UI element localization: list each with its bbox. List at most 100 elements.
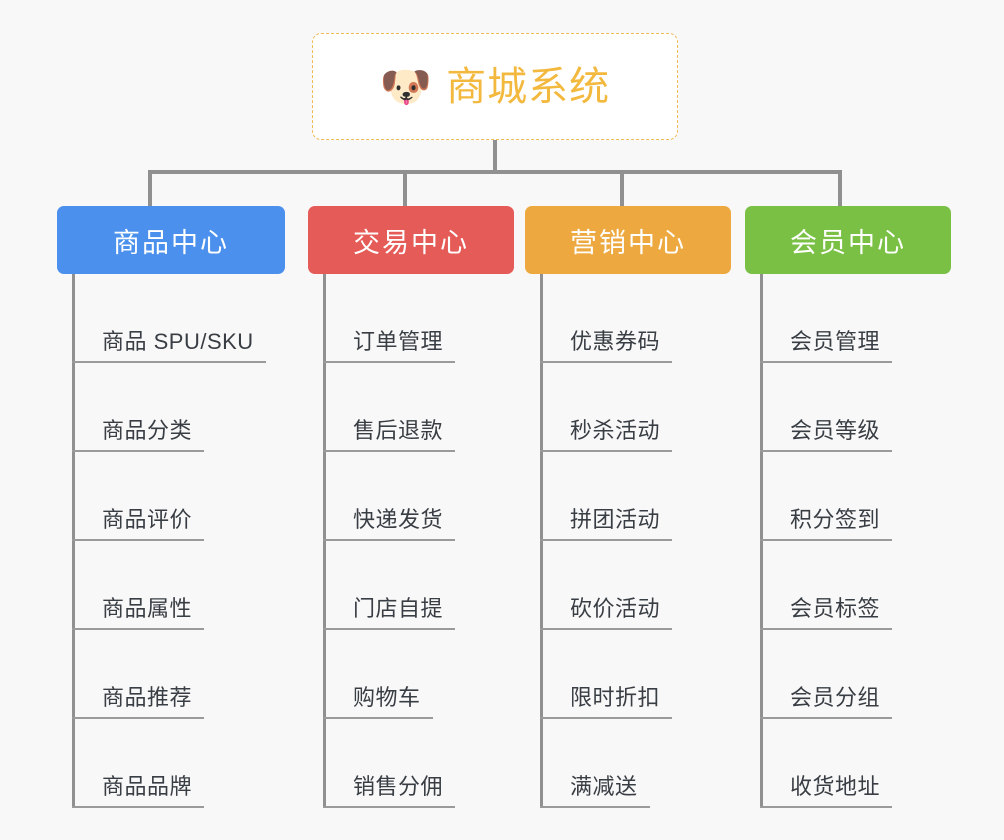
leaf-rule bbox=[540, 539, 672, 541]
branch-trunk bbox=[72, 274, 75, 808]
branch-trunk bbox=[760, 274, 763, 808]
leaf-rule bbox=[72, 717, 204, 719]
column-trade-center: 交易中心 订单管理 售后退款 快递发货 门店自提 购物车 bbox=[308, 206, 514, 808]
branch-product-center: 商品 SPU/SKU 商品分类 商品评价 商品属性 商品推荐 商品品牌 bbox=[72, 274, 285, 808]
list-item[interactable]: 会员等级 bbox=[760, 363, 951, 452]
leaf-rule bbox=[540, 717, 672, 719]
leaf-label: 限时折扣 bbox=[570, 685, 661, 710]
list-item[interactable]: 会员管理 bbox=[760, 274, 951, 363]
connector-drop-trade-center bbox=[403, 172, 407, 206]
leaf-rule bbox=[72, 539, 204, 541]
leaf-label: 砍价活动 bbox=[570, 596, 661, 621]
connector-drop-product-center bbox=[148, 172, 152, 206]
leaf-label: 商品评价 bbox=[102, 507, 193, 532]
leaf-rule bbox=[760, 717, 892, 719]
list-item[interactable]: 收货地址 bbox=[760, 719, 951, 808]
leaf-label: 商品属性 bbox=[102, 596, 193, 621]
leaf-rule bbox=[760, 628, 892, 630]
branch-marketing-center: 优惠券码 秒杀活动 拼团活动 砍价活动 限时折扣 满减送 bbox=[540, 274, 731, 808]
dog-face-icon: 🐶 bbox=[379, 62, 433, 110]
column-product-center: 商品中心 商品 SPU/SKU 商品分类 商品评价 商品属性 商品推荐 bbox=[57, 206, 285, 808]
leaf-label: 商品推荐 bbox=[102, 685, 193, 710]
category-header-label: 交易中心 bbox=[353, 227, 469, 258]
list-item[interactable]: 优惠券码 bbox=[540, 274, 731, 363]
category-header-marketing-center[interactable]: 营销中心 bbox=[525, 206, 731, 274]
leaf-rule bbox=[540, 806, 650, 808]
leaf-label: 秒杀活动 bbox=[570, 418, 661, 443]
leaf-rule bbox=[72, 361, 266, 363]
leaf-label: 售后退款 bbox=[353, 418, 444, 443]
list-item[interactable]: 商品属性 bbox=[72, 541, 285, 630]
leaf-label: 满减送 bbox=[570, 774, 638, 799]
leaf-rule bbox=[323, 628, 455, 630]
category-header-member-center[interactable]: 会员中心 bbox=[745, 206, 951, 274]
list-item[interactable]: 商品分类 bbox=[72, 363, 285, 452]
leaf-rule bbox=[540, 361, 672, 363]
connector-drop-marketing-center bbox=[620, 172, 624, 206]
list-item[interactable]: 售后退款 bbox=[323, 363, 514, 452]
list-item[interactable]: 商品评价 bbox=[72, 452, 285, 541]
leaf-label: 拼团活动 bbox=[570, 507, 661, 532]
connector-drop-member-center bbox=[838, 172, 842, 206]
list-item[interactable]: 秒杀活动 bbox=[540, 363, 731, 452]
leaf-label: 快递发货 bbox=[353, 507, 444, 532]
leaf-label: 商品品牌 bbox=[102, 774, 193, 799]
connector-horizontal-bus bbox=[148, 170, 842, 174]
leaf-rule bbox=[72, 450, 204, 452]
list-item[interactable]: 满减送 bbox=[540, 719, 731, 808]
list-item[interactable]: 购物车 bbox=[323, 630, 514, 719]
list-item[interactable]: 商品 SPU/SKU bbox=[72, 274, 285, 363]
leaf-rule bbox=[760, 539, 892, 541]
branch-member-center: 会员管理 会员等级 积分签到 会员标签 会员分组 收货地址 bbox=[760, 274, 951, 808]
list-item[interactable]: 拼团活动 bbox=[540, 452, 731, 541]
leaf-rule bbox=[323, 361, 455, 363]
leaf-rule bbox=[323, 539, 455, 541]
leaf-label: 会员管理 bbox=[790, 329, 881, 354]
list-item[interactable]: 积分签到 bbox=[760, 452, 951, 541]
column-marketing-center: 营销中心 优惠券码 秒杀活动 拼团活动 砍价活动 限时折扣 bbox=[525, 206, 731, 808]
leaf-label: 购物车 bbox=[353, 685, 421, 710]
leaf-label: 销售分佣 bbox=[353, 774, 444, 799]
leaf-rule bbox=[72, 628, 204, 630]
leaf-label: 收货地址 bbox=[790, 774, 881, 799]
leaf-label: 积分签到 bbox=[790, 507, 881, 532]
list-item[interactable]: 订单管理 bbox=[323, 274, 514, 363]
leaf-rule bbox=[323, 717, 433, 719]
list-item[interactable]: 门店自提 bbox=[323, 541, 514, 630]
root-title: 商城系统 bbox=[446, 64, 611, 109]
leaf-label: 商品 SPU/SKU bbox=[102, 329, 254, 354]
leaf-label: 优惠券码 bbox=[570, 329, 661, 354]
leaf-label: 订单管理 bbox=[353, 329, 444, 354]
leaf-label: 门店自提 bbox=[353, 596, 444, 621]
leaf-label: 会员分组 bbox=[790, 685, 881, 710]
leaf-rule bbox=[323, 450, 455, 452]
list-item[interactable]: 快递发货 bbox=[323, 452, 514, 541]
list-item[interactable]: 销售分佣 bbox=[323, 719, 514, 808]
branch-trade-center: 订单管理 售后退款 快递发货 门店自提 购物车 销售分佣 bbox=[323, 274, 514, 808]
leaf-rule bbox=[540, 628, 672, 630]
category-header-product-center[interactable]: 商品中心 bbox=[57, 206, 285, 274]
category-header-label: 会员中心 bbox=[790, 227, 906, 258]
category-header-trade-center[interactable]: 交易中心 bbox=[308, 206, 514, 274]
leaf-label: 商品分类 bbox=[102, 418, 193, 443]
root-node[interactable]: 🐶 商城系统 bbox=[312, 33, 678, 140]
leaf-label: 会员等级 bbox=[790, 418, 881, 443]
branch-trunk bbox=[540, 274, 543, 808]
list-item[interactable]: 会员标签 bbox=[760, 541, 951, 630]
leaf-rule bbox=[760, 450, 892, 452]
category-header-label: 商品中心 bbox=[113, 227, 229, 258]
connector-root-stem bbox=[493, 140, 497, 172]
leaf-rule bbox=[323, 806, 455, 808]
list-item[interactable]: 限时折扣 bbox=[540, 630, 731, 719]
leaf-label: 会员标签 bbox=[790, 596, 881, 621]
list-item[interactable]: 砍价活动 bbox=[540, 541, 731, 630]
list-item[interactable]: 商品推荐 bbox=[72, 630, 285, 719]
category-header-label: 营销中心 bbox=[570, 227, 686, 258]
leaf-rule bbox=[72, 806, 204, 808]
list-item[interactable]: 商品品牌 bbox=[72, 719, 285, 808]
column-member-center: 会员中心 会员管理 会员等级 积分签到 会员标签 会员分组 bbox=[745, 206, 951, 808]
leaf-rule bbox=[760, 806, 892, 808]
leaf-rule bbox=[540, 450, 672, 452]
list-item[interactable]: 会员分组 bbox=[760, 630, 951, 719]
